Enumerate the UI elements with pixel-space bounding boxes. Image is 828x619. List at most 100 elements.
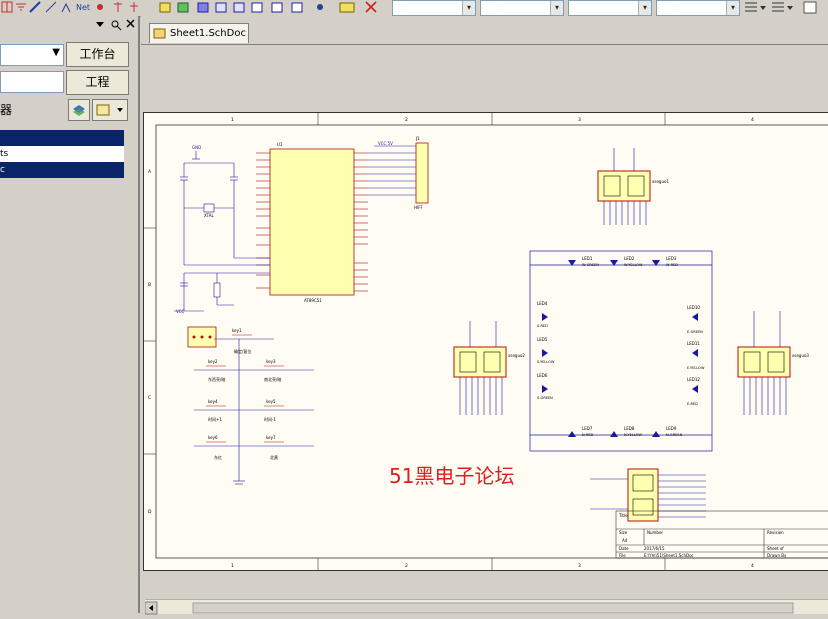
led-label: LED12	[687, 377, 700, 382]
led-color: E-RED	[687, 402, 698, 406]
led-color: N-RED	[582, 433, 594, 437]
project-button[interactable]: 工程	[66, 70, 129, 95]
scroll-thumb[interactable]	[192, 602, 794, 614]
border-number: 3	[578, 117, 581, 123]
sheet-background	[144, 113, 828, 570]
outline-options-icon[interactable]	[787, 6, 793, 10]
tab-label: Sheet1.SchDoc	[170, 28, 246, 39]
power-object-icon[interactable]	[114, 2, 122, 12]
led-label: LED9	[666, 426, 677, 431]
chevron-down-icon: ▾	[550, 1, 563, 15]
device-sheet-icon[interactable]	[251, 2, 263, 13]
wire-icon[interactable]	[61, 2, 71, 13]
key-caption: 时间-1	[264, 416, 276, 422]
place-part-icon[interactable]	[159, 2, 171, 13]
led-group[interactable]	[542, 260, 698, 437]
toolbar-dropdown-4[interactable]: ▾	[656, 0, 740, 16]
schematic-canvas[interactable]: 1 2 3 4 1 2 3 4 A B C D U1 AT89C51 J1 HI…	[144, 113, 828, 570]
layers-button[interactable]	[68, 99, 90, 121]
oscillator-circuit[interactable]	[180, 151, 270, 266]
navigator-label: 器	[0, 103, 13, 117]
open-document-button[interactable]	[92, 99, 128, 121]
port-icon[interactable]	[215, 2, 227, 13]
tb-file-label: File	[619, 553, 626, 558]
led-label: LED6	[537, 373, 548, 378]
key-label: key7	[266, 435, 276, 440]
key-label: key5	[266, 399, 276, 404]
sheet-entry-icon[interactable]	[197, 2, 209, 13]
pin-icon[interactable]	[111, 20, 122, 31]
display-west[interactable]: xseguo2	[453, 321, 525, 415]
border-number: 3	[578, 563, 581, 569]
net-label-icon[interactable]: Net	[76, 3, 90, 12]
list-item[interactable]	[0, 130, 124, 146]
border-letter: A	[148, 169, 152, 175]
outline-icon[interactable]	[772, 2, 784, 12]
key-caption: 北黄	[270, 454, 278, 460]
sheet-symbol-icon[interactable]	[177, 2, 189, 13]
chevron-down-icon: ▾	[638, 1, 651, 15]
led-color: S-GREEN	[537, 396, 553, 400]
directive-icon[interactable]	[317, 4, 323, 10]
net-vcc5: VCC 5V	[378, 141, 393, 146]
display-north[interactable]: xseguo1	[597, 148, 669, 225]
traffic-led-frame[interactable]	[529, 250, 713, 452]
tb-date-label: Date	[619, 546, 629, 551]
power-port-icon[interactable]	[1, 1, 13, 13]
list-icon[interactable]	[745, 2, 757, 12]
properties-icon[interactable]	[803, 1, 817, 14]
chip-ref: U1	[277, 142, 283, 147]
project-combo[interactable]	[0, 71, 64, 93]
workspace-combo[interactable]: ▼	[0, 44, 64, 66]
key-matrix[interactable]	[194, 334, 314, 485]
ic-vcc-icon[interactable]	[130, 2, 138, 12]
junction-icon[interactable]	[97, 4, 103, 10]
led-label: LED4	[537, 301, 548, 306]
reset-circuit[interactable]	[174, 272, 270, 312]
bus-entry-icon[interactable]	[45, 1, 57, 13]
schematic-doc-icon	[153, 28, 166, 39]
no-erc-icon[interactable]	[365, 1, 377, 13]
list-item[interactable]: c	[0, 162, 124, 178]
led-color: S-RED	[537, 324, 548, 328]
compile-mask-icon[interactable]	[339, 2, 355, 13]
led-color: W-YELLOW	[624, 263, 643, 267]
chip-name: AT89C51	[304, 298, 322, 303]
close-icon[interactable]	[126, 19, 135, 28]
harness-entry-icon[interactable]	[291, 2, 303, 13]
border-number: 1	[231, 117, 234, 123]
horizontal-scrollbar[interactable]	[144, 599, 828, 615]
list-item[interactable]: ts	[0, 146, 124, 162]
scroll-left-icon[interactable]	[144, 601, 158, 615]
mcu-component[interactable]: U1 AT89C51	[256, 142, 368, 303]
connector-ref: J1	[415, 136, 420, 141]
bus-icon[interactable]	[29, 1, 41, 13]
border-number: 2	[405, 117, 408, 123]
panel-menu-icon[interactable]	[96, 22, 104, 27]
list-options-icon[interactable]	[760, 6, 766, 10]
toolbar-dropdown-1[interactable]: ▾	[392, 0, 476, 16]
led-label: LED8	[624, 426, 635, 431]
tb-drawn-label: Drawn By	[767, 553, 787, 558]
tb-file-value: E:\Ym\51\Sheet1.SchDoc	[644, 553, 694, 558]
workbench-button[interactable]: 工作台	[66, 42, 129, 67]
toolbar-dropdown-3[interactable]: ▾	[568, 0, 652, 16]
display-east[interactable]: xseguo3	[737, 311, 809, 415]
gnd-port-icon[interactable]	[16, 3, 26, 11]
key-caption: 确定/复位	[234, 348, 251, 354]
led-label: LED7	[582, 426, 593, 431]
display-south[interactable]	[590, 468, 706, 522]
connector-j1[interactable]: J1 HIFF VCC 5V	[368, 136, 429, 210]
tab-sheet1[interactable]: Sheet1.SchDoc	[149, 23, 249, 43]
border-number: 1	[231, 563, 234, 569]
schematic-sheet[interactable]: 1 2 3 4 1 2 3 4 A B C D U1 AT89C51 J1 HI…	[143, 112, 828, 571]
display-ref: xseguo1	[652, 179, 669, 184]
key-caption: 时间+1	[208, 416, 222, 422]
toolbar-dropdown-2[interactable]: ▾	[480, 0, 564, 16]
offsheet-icon[interactable]	[233, 2, 245, 13]
usb-connector[interactable]	[187, 326, 217, 348]
led-label: LED3	[666, 256, 677, 261]
harness-icon[interactable]	[271, 2, 283, 13]
connector-value: HIFF	[414, 205, 423, 210]
key-caption: 东红	[214, 454, 222, 460]
